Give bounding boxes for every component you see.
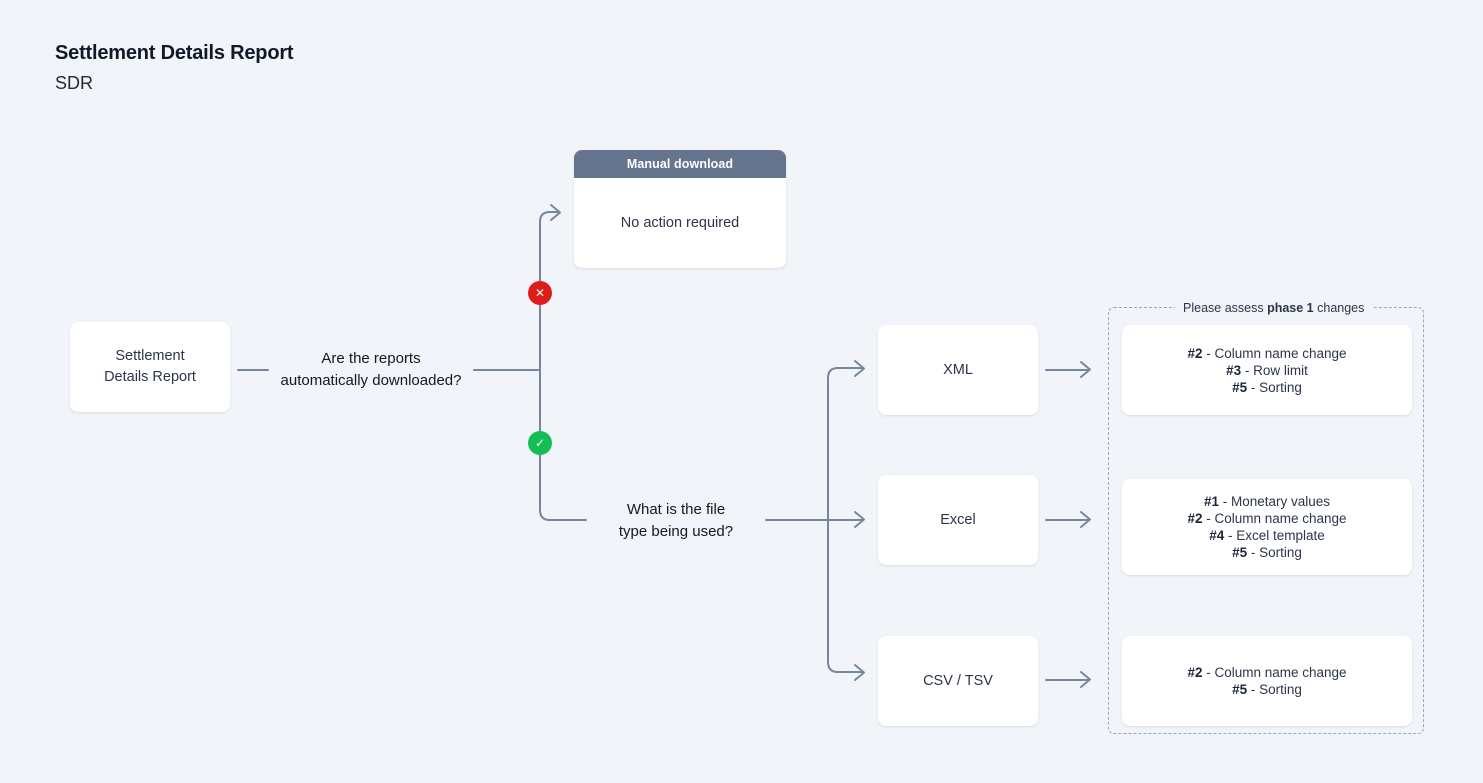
change-ref: #2 bbox=[1187, 511, 1203, 526]
node-file-type-xml[interactable]: XML bbox=[878, 325, 1038, 415]
change-text: - Sorting bbox=[1247, 379, 1302, 395]
change-ref: #2 bbox=[1187, 665, 1203, 680]
file-type-label: Excel bbox=[940, 511, 976, 528]
node-settlement-details-report[interactable]: Settlement Details Report bbox=[70, 322, 230, 412]
arrowhead-xml bbox=[854, 360, 865, 377]
node-start-label: Settlement Details Report bbox=[104, 348, 196, 385]
change-item: #2 - Column name change bbox=[1187, 664, 1346, 681]
change-ref: #5 bbox=[1232, 545, 1248, 560]
check-circle-icon: ✓ bbox=[528, 431, 552, 455]
decision-auto-download-label: Are the reports automatically downloaded… bbox=[280, 350, 462, 389]
node-file-type-excel[interactable]: Excel bbox=[878, 475, 1038, 565]
change-item: #5 - Sorting bbox=[1232, 544, 1302, 561]
change-ref: #1 bbox=[1203, 494, 1219, 509]
change-text: - Column name change bbox=[1202, 345, 1347, 361]
connector-spine-to-csv bbox=[827, 519, 863, 673]
phase-1-changes-label: Please assess phase 1 changes bbox=[1175, 300, 1373, 317]
change-text: - Excel template bbox=[1224, 528, 1325, 543]
change-ref: #2 bbox=[1187, 345, 1203, 361]
file-type-label: XML bbox=[943, 361, 973, 378]
change-item: #2 - Column name change bbox=[1187, 345, 1346, 362]
phase-label-prefix: Please assess bbox=[1183, 301, 1268, 315]
manual-download-title: Manual download bbox=[574, 150, 786, 178]
decision-file-type-label: What is the file type being used? bbox=[618, 501, 734, 540]
page-subtitle: SDR bbox=[55, 73, 94, 93]
change-item: #5 - Sorting bbox=[1232, 379, 1302, 396]
change-ref: #3 bbox=[1226, 362, 1242, 378]
connector-spine-to-xml bbox=[827, 367, 863, 521]
change-text: - Column name change bbox=[1202, 511, 1347, 526]
change-text: - Sorting bbox=[1247, 682, 1302, 697]
changes-card-excel[interactable]: #1 - Monetary values#2 - Column name cha… bbox=[1122, 479, 1412, 575]
change-item: #1 - Monetary values bbox=[1204, 493, 1330, 510]
document-header: Settlement Details Report SDR bbox=[55, 40, 294, 96]
change-item: #2 - Column name change bbox=[1187, 510, 1346, 527]
x-circle-icon: ✕ bbox=[528, 281, 552, 305]
node-manual-download[interactable]: Manual download No action required bbox=[574, 150, 786, 268]
node-file-type-csv[interactable]: CSV / TSV bbox=[878, 636, 1038, 726]
page-title: Settlement Details Report bbox=[55, 42, 294, 64]
phase-label-suffix: changes bbox=[1313, 301, 1365, 315]
arrowhead-xml-changes bbox=[1080, 361, 1091, 378]
changes-card-xml[interactable]: #2 - Column name change#3 - Row limit#5 … bbox=[1122, 325, 1412, 415]
arrowhead-excel bbox=[854, 511, 865, 528]
change-text: - Monetary values bbox=[1218, 494, 1331, 509]
change-text: - Column name change bbox=[1202, 665, 1347, 680]
change-text: - Row limit bbox=[1241, 362, 1308, 378]
arrowhead-excel-changes bbox=[1080, 511, 1091, 528]
arrowhead-csv bbox=[854, 664, 865, 681]
change-item: #3 - Row limit bbox=[1226, 362, 1308, 379]
change-ref: #5 bbox=[1232, 682, 1248, 697]
file-type-label: CSV / TSV bbox=[923, 672, 993, 689]
phase-label-emphasis: phase 1 bbox=[1267, 301, 1314, 315]
change-item: #5 - Sorting bbox=[1232, 681, 1302, 698]
arrowhead-manual-download bbox=[550, 204, 561, 221]
change-text: - Sorting bbox=[1247, 545, 1302, 560]
changes-card-csv[interactable]: #2 - Column name change#5 - Sorting bbox=[1122, 636, 1412, 726]
change-ref: #4 bbox=[1209, 528, 1225, 543]
arrowhead-csv-changes bbox=[1080, 671, 1091, 688]
manual-download-body: No action required bbox=[620, 215, 740, 231]
change-item: #4 - Excel template bbox=[1209, 527, 1325, 544]
change-ref: #5 bbox=[1232, 379, 1248, 395]
